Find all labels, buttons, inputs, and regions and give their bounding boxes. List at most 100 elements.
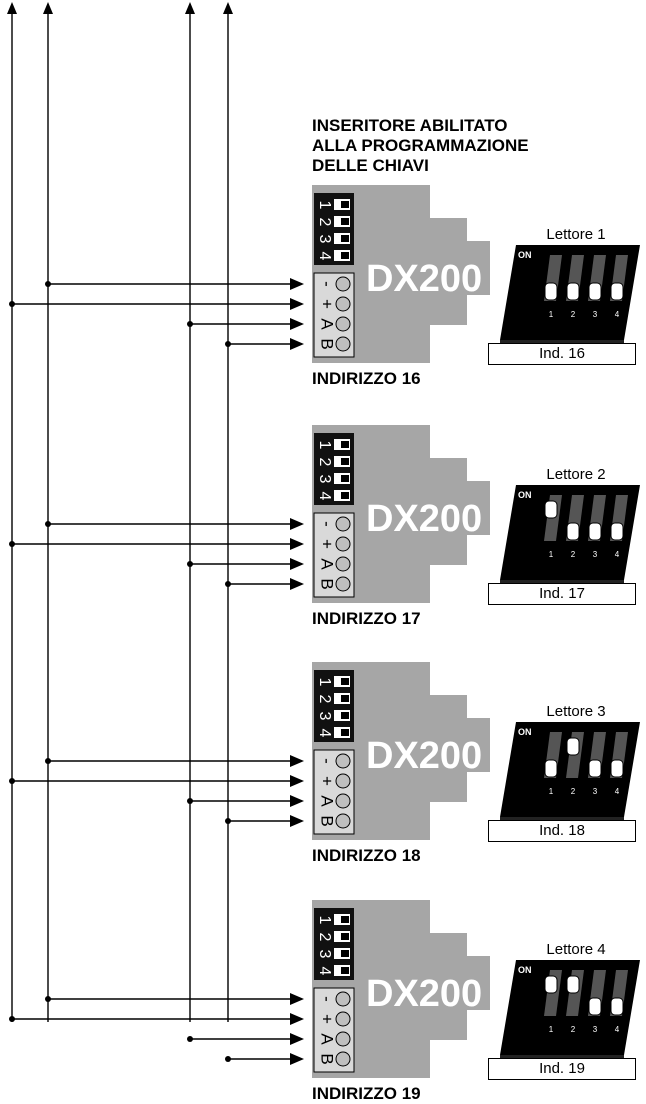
heading-line-1: INSERITORE ABILITATO xyxy=(312,116,508,135)
reader-title: Lettore 1 xyxy=(546,226,606,243)
terminal-label: - xyxy=(318,996,337,1002)
reader-dip-number: 2 xyxy=(571,787,576,796)
device-dip-number: 1 xyxy=(316,916,333,925)
device-dip-number: 3 xyxy=(316,475,333,484)
device-dip-number: 1 xyxy=(316,201,333,210)
terminal-label: + xyxy=(318,539,337,549)
reader-title: Lettore 3 xyxy=(546,703,606,720)
device-dip-number: 4 xyxy=(316,492,333,501)
terminal-arrow xyxy=(290,1053,304,1065)
junction-dot xyxy=(9,1016,15,1022)
terminal-screw xyxy=(335,536,351,552)
device-dip-lever xyxy=(341,933,349,940)
reader-index-box: Ind. 18 xyxy=(488,820,636,842)
heading: INSERITORE ABILITATO ALLA PROGRAMMAZIONE… xyxy=(312,116,529,176)
device-dip-lever xyxy=(341,916,349,923)
terminal-arrow xyxy=(290,1013,304,1025)
reader-dip-number: 2 xyxy=(571,550,576,559)
device-dip-number: 1 xyxy=(316,678,333,687)
junction-dot xyxy=(187,798,193,804)
device-body xyxy=(312,900,490,1078)
terminal-label: B xyxy=(318,578,337,589)
terminal-label: + xyxy=(318,1014,337,1024)
address-label: INDIRIZZO 18 xyxy=(312,846,421,865)
device-model-label: DX200 xyxy=(366,498,483,540)
device-dip-lever xyxy=(341,950,349,957)
reader-dip-number: 1 xyxy=(549,787,554,796)
terminal-screw xyxy=(335,516,351,532)
device-dip-lever xyxy=(341,201,349,208)
device-dip-lever xyxy=(341,475,349,482)
reader-dip-number: 4 xyxy=(615,787,620,796)
device-model-label: DX200 xyxy=(366,973,483,1015)
device-dip-number: 4 xyxy=(316,729,333,738)
terminal-label: - xyxy=(318,758,337,764)
reader-dip-lever xyxy=(610,522,624,541)
reader-dip-switch: ON 1 2 3 4 xyxy=(500,722,640,822)
reader-on-label: ON xyxy=(518,250,532,260)
reader-dip-number: 1 xyxy=(549,550,554,559)
terminal-screw xyxy=(335,793,351,809)
junction-dot xyxy=(45,281,51,287)
terminal-arrow xyxy=(290,775,304,787)
terminal-label: - xyxy=(318,521,337,527)
device-dip-number: 4 xyxy=(316,967,333,976)
device-dip-lever xyxy=(341,729,349,736)
terminal-label: B xyxy=(318,1053,337,1064)
terminal-label: - xyxy=(318,281,337,287)
reader-dip-lever xyxy=(610,759,624,778)
junction-dot xyxy=(187,561,193,567)
junction-dot xyxy=(45,521,51,527)
reader-dip-lever xyxy=(610,282,624,301)
reader-dip-lever xyxy=(588,759,602,778)
reader-dip-lever xyxy=(544,500,558,519)
terminal-screw xyxy=(335,316,351,332)
device-dip-lever xyxy=(341,252,349,259)
terminal-arrow xyxy=(290,815,304,827)
reader-on-label: ON xyxy=(518,490,532,500)
reader-index-box: Ind. 19 xyxy=(488,1058,636,1080)
device-dip-number: 3 xyxy=(316,950,333,959)
junction-dot xyxy=(9,541,15,547)
device-dip-lever xyxy=(341,695,349,702)
terminal-screw xyxy=(335,576,351,592)
terminal-label: B xyxy=(318,815,337,826)
reader-dip-lever xyxy=(566,522,580,541)
terminal-arrow xyxy=(290,338,304,350)
reader-dip-number: 4 xyxy=(615,1025,620,1034)
address-label: INDIRIZZO 16 xyxy=(312,369,421,388)
device-dip-number: 2 xyxy=(316,218,333,227)
reader-dip-number: 3 xyxy=(593,1025,598,1034)
device-dip-lever xyxy=(341,235,349,242)
reader-dip-lever xyxy=(566,282,580,301)
device-dip-number: 2 xyxy=(316,933,333,942)
terminal-arrow xyxy=(290,993,304,1005)
reader-on-label: ON xyxy=(518,727,532,737)
device-model-label: DX200 xyxy=(366,735,483,777)
terminal-screw xyxy=(335,276,351,292)
reader-dip-number: 3 xyxy=(593,550,598,559)
terminal-screw xyxy=(335,1031,351,1047)
reader-dip-number: 2 xyxy=(571,1025,576,1034)
terminal-arrow xyxy=(290,298,304,310)
terminal-label: A xyxy=(318,1033,337,1045)
reader-dip-lever xyxy=(588,282,602,301)
junction-dot xyxy=(225,341,231,347)
reader-dip-number: 2 xyxy=(571,310,576,319)
junction-dot xyxy=(9,778,15,784)
terminal-label: + xyxy=(318,776,337,786)
reader-dip-number: 3 xyxy=(593,787,598,796)
terminal-arrow xyxy=(290,278,304,290)
bus-arrowhead-2 xyxy=(185,2,195,14)
terminal-screw xyxy=(335,556,351,572)
reader-title: Lettore 2 xyxy=(546,466,606,483)
address-label: INDIRIZZO 17 xyxy=(312,609,421,628)
reader-index-box: Ind. 16 xyxy=(488,343,636,365)
terminal-label: A xyxy=(318,558,337,570)
device-model-label: DX200 xyxy=(366,258,483,300)
terminal-screw xyxy=(335,773,351,789)
device-dip-lever xyxy=(341,678,349,685)
reader-dip-lever xyxy=(544,759,558,778)
